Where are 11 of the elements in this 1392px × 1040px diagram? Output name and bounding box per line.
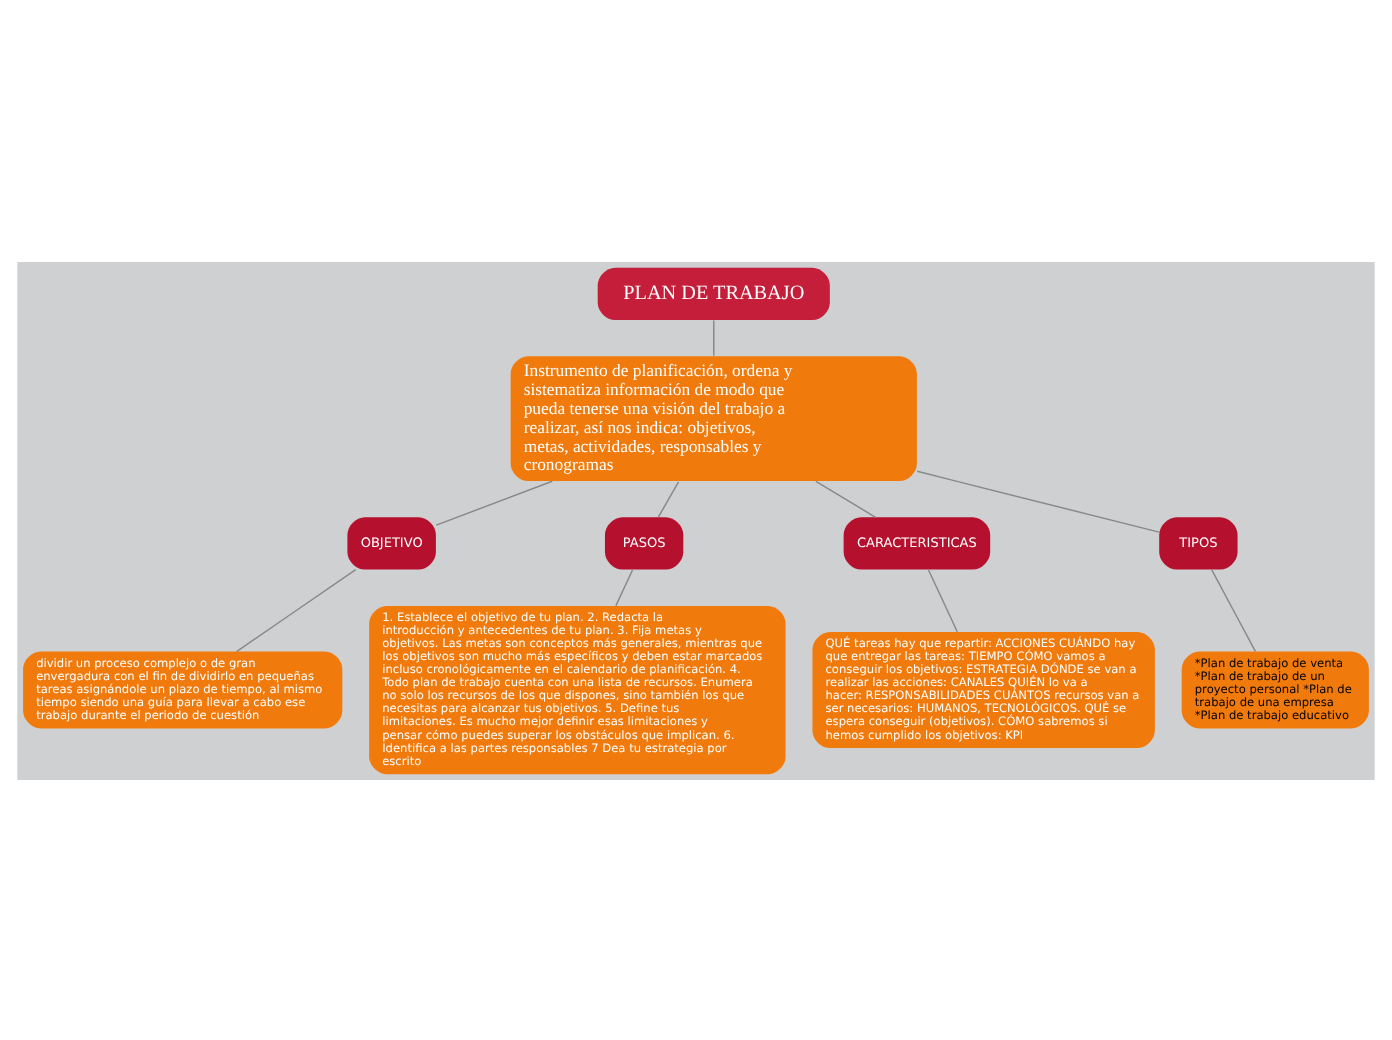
connector (713, 318, 715, 356)
connector (1211, 568, 1257, 652)
node-box: Instrumento de planificación, ordena y sistematiza información de modo que pueda tenerse una visión del trabajo a realizar, así nos indica: objetivos, metas, actividades, responsables y cronogramas (510, 355, 917, 481)
connector (916, 469, 1160, 532)
node-box: PLAN DE TRABAJO (597, 266, 830, 320)
connector (657, 480, 680, 517)
connector (927, 568, 958, 632)
connector (435, 479, 553, 525)
connector (615, 568, 634, 606)
connector (235, 567, 357, 652)
connector (815, 479, 877, 517)
